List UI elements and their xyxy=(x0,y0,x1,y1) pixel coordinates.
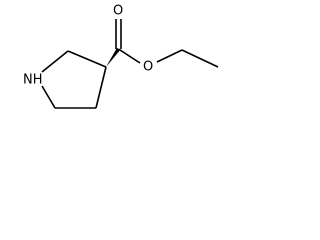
stereo-wedge-bond xyxy=(106,47,120,67)
bond-c2-c3 xyxy=(67,50,107,68)
ester-oxygen-label: O xyxy=(143,60,153,75)
nitrogen-label: NH xyxy=(23,73,43,88)
carbonyl-oxygen-label: O xyxy=(113,4,123,19)
bond-c3-c4 xyxy=(95,66,107,109)
bond-o-ch2 xyxy=(156,49,183,63)
bond-c-o-ester xyxy=(118,48,141,64)
bond-ch2-ch3 xyxy=(181,49,219,68)
bond-n-c2 xyxy=(41,50,69,73)
molecule-structure: NH O O xyxy=(23,4,219,109)
bond-c5-n xyxy=(41,85,56,109)
